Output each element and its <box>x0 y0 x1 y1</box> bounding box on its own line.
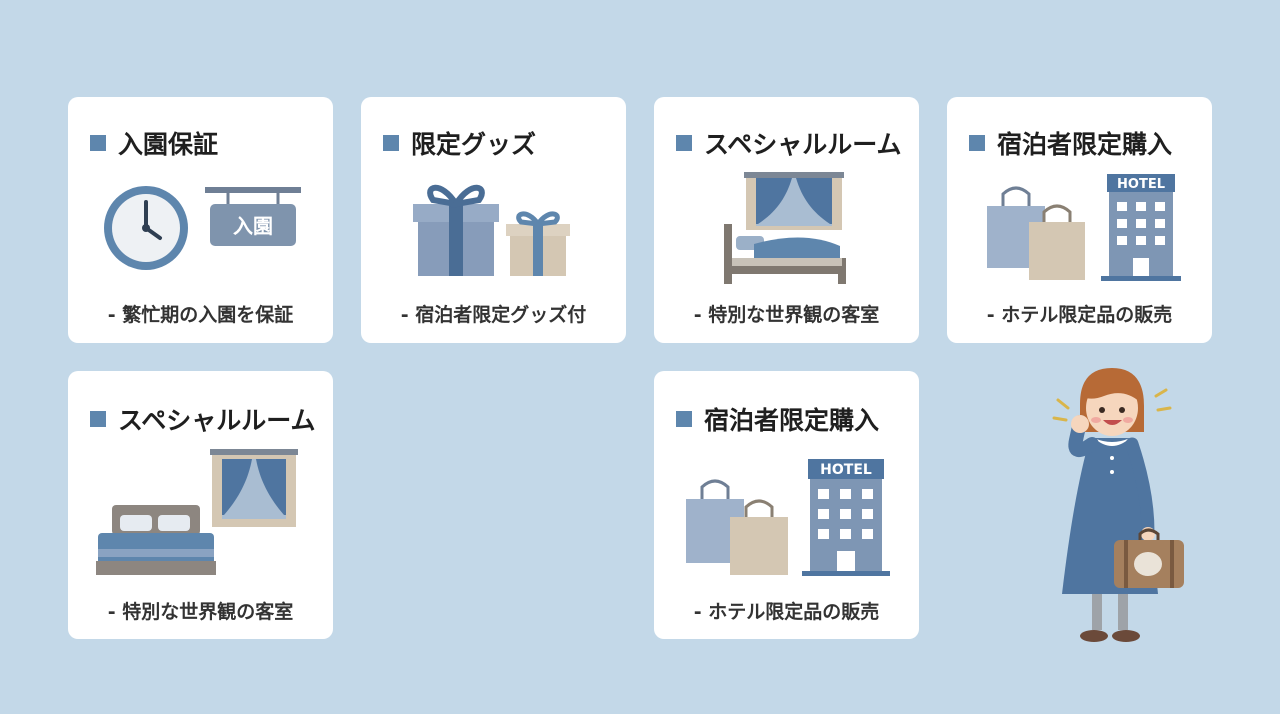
card-special-room: スペシャルルーム - 特別な世界観の客室 <box>68 371 333 639</box>
card-title-text: 宿泊者限定購入 <box>997 130 1173 159</box>
square-bullet-icon <box>90 411 106 427</box>
card-desc: - 繁忙期の入園を保証 <box>107 304 294 326</box>
clock-icon <box>104 186 188 270</box>
card-limited-goods: 限定グッズ - 宿泊者限定グッズ付 <box>361 97 626 343</box>
card-desc: - 宿泊者限定グッズ付 <box>400 304 587 326</box>
shopping-bag-icon <box>987 186 1085 280</box>
card-guest-exclusive-purchase: 宿泊者限定購入 HOTEL - ホテル限定品の販売 <box>654 371 919 639</box>
hotel-building-icon: HOTEL <box>802 459 890 576</box>
square-bullet-icon <box>969 135 985 151</box>
square-bullet-icon <box>676 411 692 427</box>
card-entry-guarantee: 入園保証 入園 - 繁忙期の入園を保証 <box>68 97 333 343</box>
window-curtain-icon <box>210 449 298 527</box>
card-desc: - ホテル限定品の販売 <box>693 601 880 623</box>
card-title: 入園保証 <box>90 125 218 161</box>
card-title-text: スペシャルルーム <box>118 406 316 435</box>
square-bullet-icon <box>383 135 399 151</box>
card-title: 宿泊者限定購入 <box>676 401 879 437</box>
bed-icon <box>724 224 846 284</box>
card-title-text: スペシャルルーム <box>704 130 902 159</box>
card-desc: - ホテル限定品の販売 <box>986 304 1173 326</box>
card-guest-exclusive-purchase: 宿泊者限定購入 HOTEL - ホテル限定品の販売 <box>947 97 1212 343</box>
small-gift-box-icon <box>506 211 570 276</box>
card-title-text: 宿泊者限定購入 <box>704 406 880 435</box>
bed-icon <box>96 505 216 575</box>
card-title-text: 入園保証 <box>118 130 219 159</box>
gift-box-icon <box>413 184 499 276</box>
card-desc: - 特別な世界観の客室 <box>693 304 880 326</box>
entry-sign-icon: 入園 <box>205 187 301 246</box>
square-bullet-icon <box>676 135 692 151</box>
sign-text: 入園 <box>233 214 273 238</box>
excitement-lines-icon <box>1052 388 1172 422</box>
hotel-building-icon: HOTEL <box>1101 174 1181 281</box>
square-bullet-icon <box>90 135 106 151</box>
suitcase-icon <box>1114 528 1184 588</box>
card-title: 宿泊者限定購入 <box>969 125 1172 161</box>
hotel-sign-text: HOTEL <box>820 462 872 478</box>
woman-with-suitcase-illustration <box>1052 368 1184 642</box>
card-title: 限定グッズ <box>383 125 536 161</box>
card-desc: - 特別な世界観の客室 <box>107 601 294 623</box>
window-curtain-icon <box>744 172 844 230</box>
hotel-sign-text: HOTEL <box>1117 177 1165 192</box>
card-special-room: スペシャルルーム - 特別な世界観の客室 <box>654 97 919 343</box>
card-title: スペシャルルーム <box>90 401 316 437</box>
card-title: スペシャルルーム <box>676 125 902 161</box>
card-title-text: 限定グッズ <box>411 130 537 159</box>
shopping-bag-icon <box>686 479 788 575</box>
